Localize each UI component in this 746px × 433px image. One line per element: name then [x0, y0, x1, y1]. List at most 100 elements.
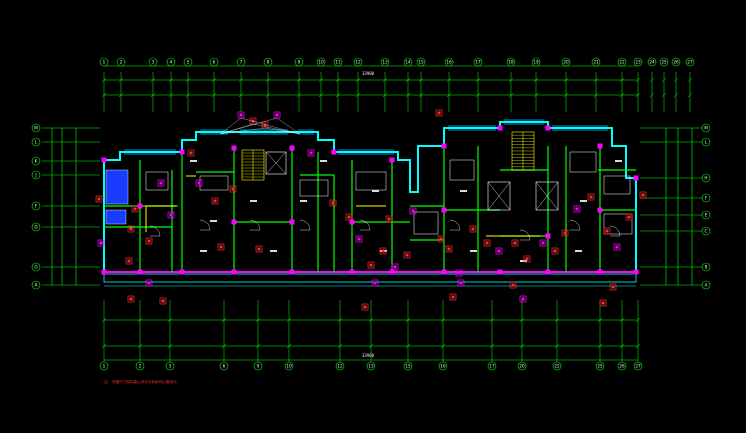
room-tag: [599, 299, 607, 307]
axis-bubble-right-label: C: [705, 229, 708, 234]
room-tag: [409, 207, 417, 215]
dimension-tick: [185, 77, 191, 83]
dimension-tick: [150, 92, 156, 98]
axis-bubble-left: [31, 222, 41, 232]
dimension-tick: [118, 92, 124, 98]
axis-bubble-bottom-label: 2: [139, 364, 142, 369]
room-tag: [457, 279, 465, 287]
room-text-mark: [190, 160, 197, 162]
bathroom-fill: [105, 209, 127, 225]
room-tag-dot: [471, 227, 475, 231]
axis-bubble-right-label: A: [705, 283, 708, 288]
axis-bubble-left-label: K: [35, 159, 38, 164]
room-tag-dot: [97, 197, 101, 201]
room-tag: [255, 245, 263, 253]
fixture-outline: [413, 211, 439, 235]
leader-line: [219, 127, 266, 135]
axis-bubble-left: [31, 170, 41, 180]
dimension-tick: [619, 77, 625, 83]
dimension-tick: [168, 77, 174, 83]
room-tag-dot: [485, 241, 489, 245]
room-tag-dot: [231, 187, 235, 191]
axis-bubble-right: [701, 123, 711, 133]
axis-bubble-bottom: [99, 361, 109, 371]
room-text-mark: [320, 160, 327, 162]
axis-bubble-top-label: 6: [213, 60, 216, 65]
door-swing: [199, 219, 211, 231]
dimension-tick: [185, 92, 191, 98]
room-tag-dot: [197, 181, 201, 185]
room-tag-dot: [169, 213, 173, 217]
axis-bubble-right-label: L: [705, 140, 708, 145]
axis-bubble-top-label: 16: [446, 60, 452, 65]
structural-column: [597, 143, 603, 149]
room-tag: [157, 179, 165, 187]
axis-bubble-top: [380, 57, 390, 67]
dimension-tick: [405, 343, 411, 349]
axis-bubble-bottom-label: 3: [169, 364, 172, 369]
axis-bubble-top: [617, 57, 627, 67]
dimension-tick: [635, 77, 641, 83]
dimension-tick: [563, 77, 569, 83]
axis-bubble-top: [416, 57, 426, 67]
dimension-tick: [649, 77, 655, 83]
dimension-tick: [286, 343, 292, 349]
axis-bubble-bottom: [253, 361, 263, 371]
fixture-outline: [603, 175, 631, 195]
room-tag-dot: [239, 113, 243, 117]
axis-bubble-top: [148, 57, 158, 67]
dimension-tick: [440, 343, 446, 349]
dimension-tick: [337, 317, 343, 323]
structural-column: [545, 233, 551, 239]
elevator-cross: [535, 181, 559, 211]
room-tag-dot: [405, 253, 409, 257]
axis-bubble-top: [263, 57, 273, 67]
dimension-tick: [296, 77, 302, 83]
axis-bubble-bottom-label: 16: [440, 364, 446, 369]
dimension-tick: [296, 92, 302, 98]
axis-bubble-right: [701, 280, 711, 290]
drawing-note: 注: 本图尺寸除标高以米计外其余均以毫米计。: [104, 379, 180, 384]
dimension-tick: [446, 77, 452, 83]
axis-bubble-right-label: B: [705, 265, 708, 270]
leader-line: [252, 123, 301, 135]
dimension-tick: [355, 77, 361, 83]
room-tag-dot: [589, 195, 593, 199]
room-tag-dot: [275, 113, 279, 117]
axis-bubble-top-label: 26: [673, 60, 679, 65]
room-tag: [379, 247, 387, 255]
dimension-tick: [475, 92, 481, 98]
room-tag-dot: [129, 227, 133, 231]
axis-bubble-top-label: 9: [298, 60, 301, 65]
room-tag-dot: [437, 111, 441, 115]
room-text-mark: [615, 160, 622, 162]
leader-line: [219, 117, 278, 135]
dimension-tick: [255, 343, 261, 349]
room-tag: [613, 243, 621, 251]
room-tag: [217, 243, 225, 251]
structural-column: [633, 269, 639, 275]
axis-bubble-top: [183, 57, 193, 67]
structural-column: [289, 219, 295, 225]
axis-bubble-top-label: 24: [649, 60, 655, 65]
axis-bubble-bottom-label: 10: [286, 364, 292, 369]
dimension-tick: [221, 317, 227, 323]
room-tag-dot: [133, 207, 137, 211]
dimension-tick: [563, 92, 569, 98]
room-tag-dot: [553, 249, 557, 253]
dimension-tick: [137, 317, 143, 323]
dimension-tick: [337, 343, 343, 349]
room-tag: [511, 239, 519, 247]
door-swing: [249, 219, 261, 231]
room-tag: [483, 239, 491, 247]
dimension-tick: [418, 92, 424, 98]
axis-bubble-left-label: A: [35, 283, 38, 288]
dimension-tick: [168, 92, 174, 98]
dimension-tick: [619, 92, 625, 98]
axis-bubble-bottom: [552, 361, 562, 371]
dimension-tick: [508, 92, 514, 98]
axis-bubble-top-label: 3: [152, 60, 155, 65]
structural-column: [349, 219, 355, 225]
leader-line: [264, 127, 301, 135]
axis-bubble-right: [701, 226, 711, 236]
